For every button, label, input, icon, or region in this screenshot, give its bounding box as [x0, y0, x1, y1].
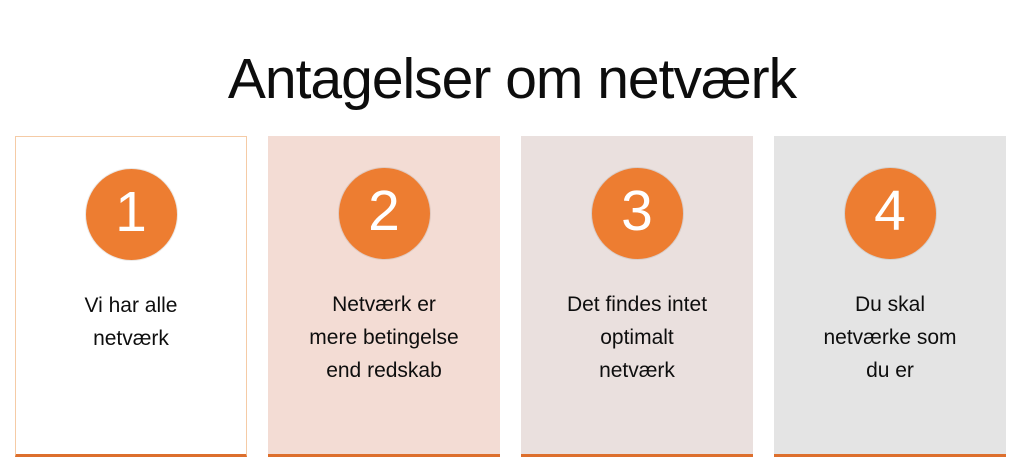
number-badge-3: 3	[591, 168, 683, 259]
card-number: 3	[621, 179, 653, 243]
card-number: 4	[874, 179, 906, 243]
card-text: Vi har alle netværk	[16, 289, 246, 355]
text-line: Du skal	[854, 293, 926, 316]
text-line: mere betingelse	[309, 326, 459, 349]
card-number: 1	[115, 180, 147, 244]
slide-title: Antagelser om netværk	[227, 47, 797, 112]
text-line: end redskab	[326, 359, 442, 382]
text-line: netværke som	[823, 326, 957, 349]
text-line: optimalt	[600, 326, 674, 349]
text-line: netværk	[599, 359, 675, 382]
card-text: Det findes intet optimalt netværk	[521, 288, 753, 387]
assumption-card-2: 2 Netværk er mere betingelse end redskab	[268, 136, 500, 457]
text-line: Netværk er	[332, 293, 436, 316]
text-line: Det findes intet	[566, 293, 708, 316]
card-number: 2	[368, 179, 400, 243]
assumption-card-3: 3 Det findes intet optimalt netværk	[521, 136, 753, 457]
number-badge-4: 4	[844, 168, 936, 259]
text-line: netværk	[93, 327, 169, 350]
assumption-cards-row: 1 Vi har alle netværk 2 Netværk er mere …	[15, 136, 1006, 457]
text-line: du er	[866, 359, 914, 382]
number-badge-2: 2	[338, 168, 430, 259]
card-text: Du skal netværke som du er	[774, 288, 1006, 387]
number-badge-1: 1	[85, 169, 177, 260]
assumption-card-1: 1 Vi har alle netværk	[15, 136, 247, 457]
text-line: Vi har alle	[84, 294, 178, 317]
card-text: Netværk er mere betingelse end redskab	[268, 288, 500, 387]
assumption-card-4: 4 Du skal netværke som du er	[774, 136, 1006, 457]
